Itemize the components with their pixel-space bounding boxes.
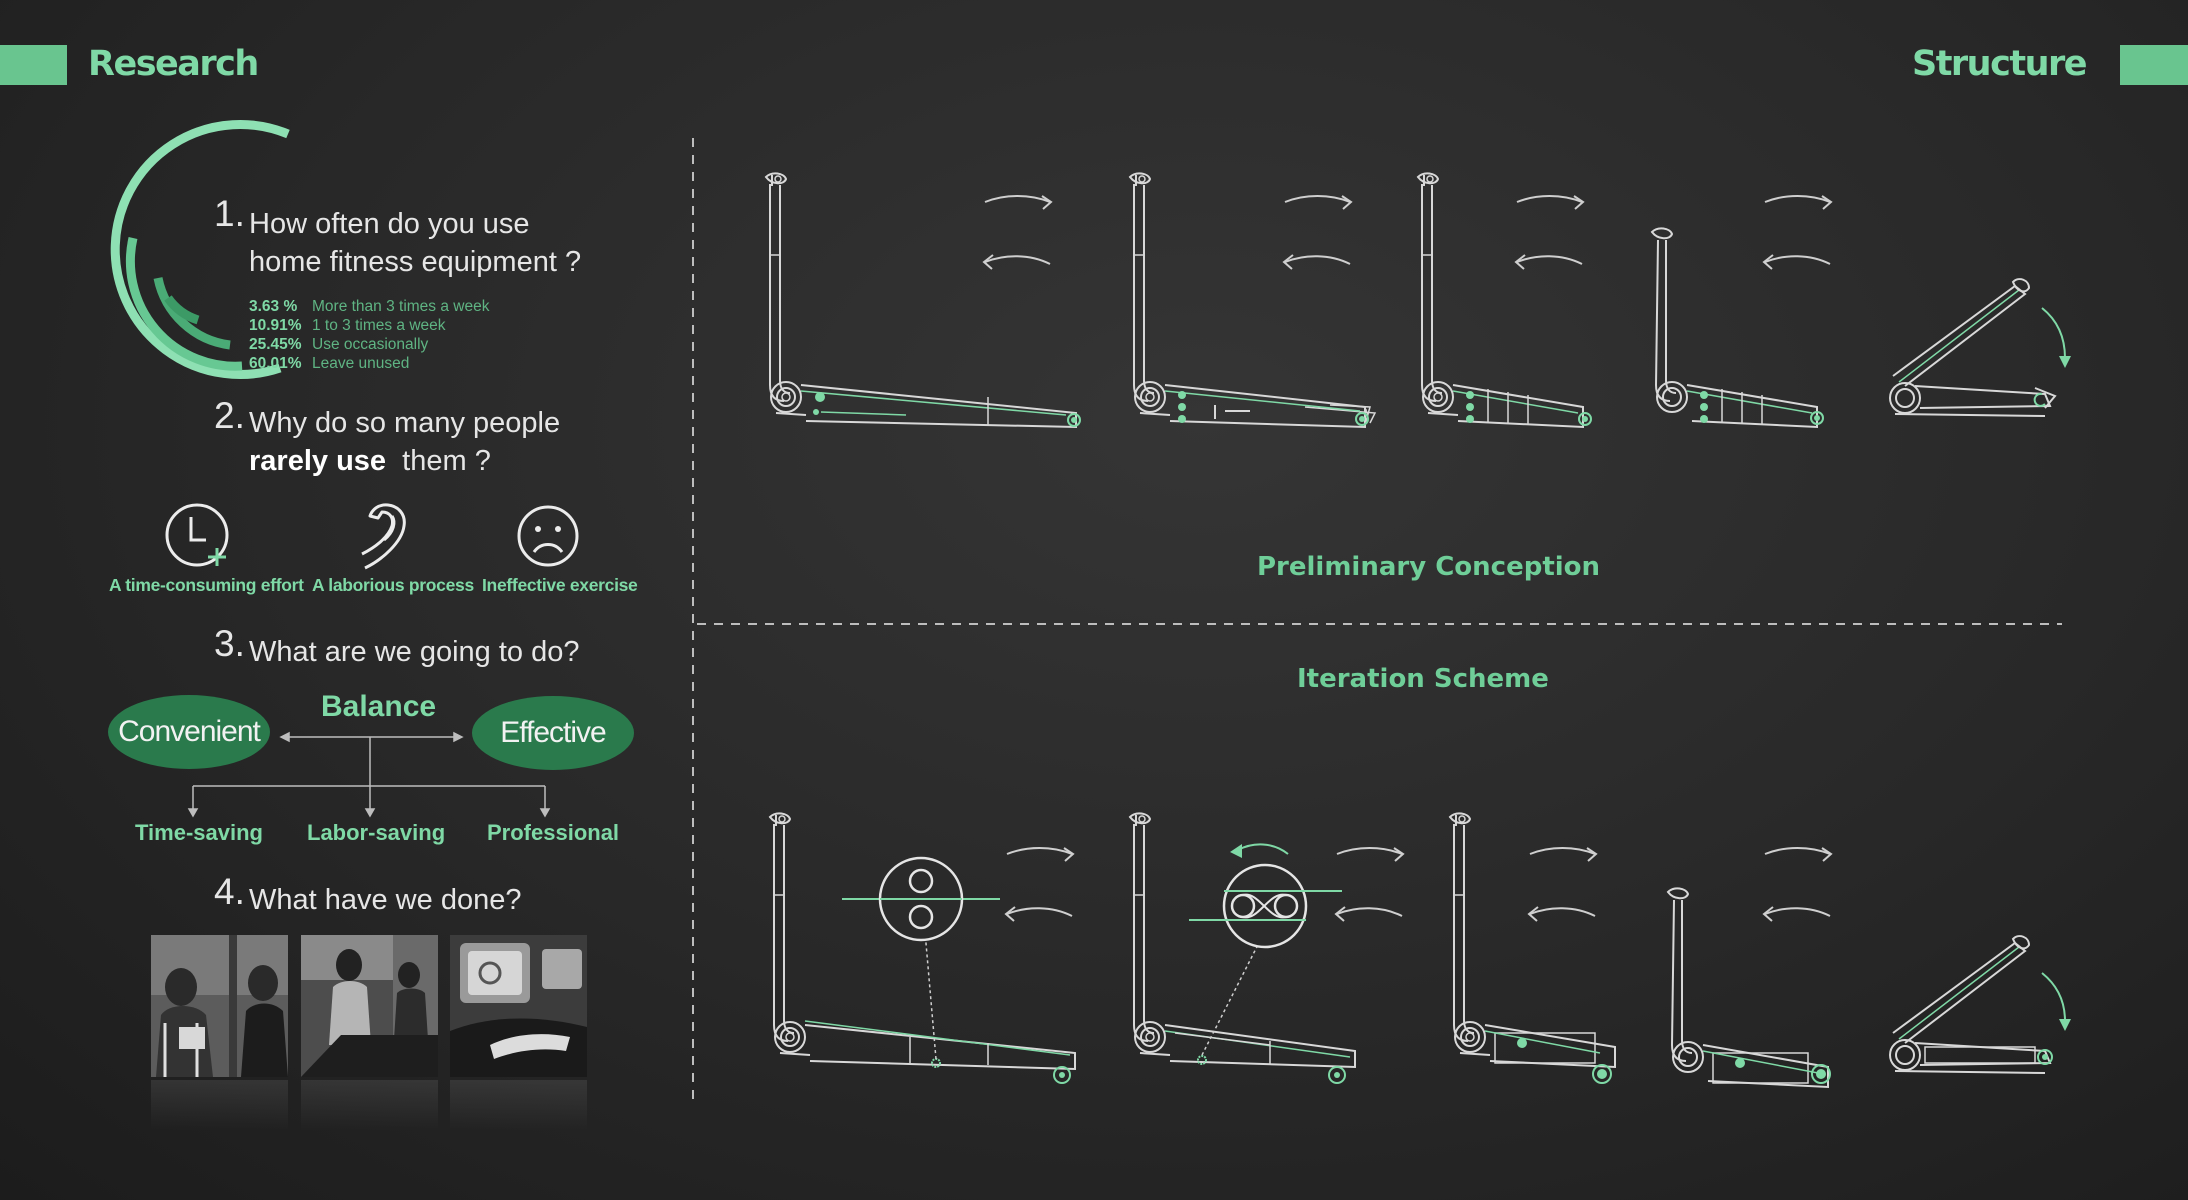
convenient-pill: Convenient — [108, 695, 270, 769]
usage-arc-chart — [110, 120, 290, 379]
q2-line1: Why do so many people — [249, 407, 561, 439]
stat-label: More than 3 times a week — [312, 298, 490, 315]
zoom-detail-2 — [1189, 863, 1342, 949]
photo-reflection — [450, 1080, 587, 1130]
zoom-detail-1 — [842, 856, 1000, 942]
arc-1-to-3 — [153, 277, 231, 350]
rotate-arrow-icon — [1230, 843, 1289, 858]
photo-reflection — [151, 1080, 288, 1130]
q1-line2: home fitness equipment ? — [249, 246, 582, 278]
concept-1 — [765, 172, 1081, 429]
research-title: Research — [88, 44, 259, 84]
balance-label: Balance — [321, 690, 437, 723]
structure-title: Structure — [1911, 44, 2088, 84]
left-header-bar — [0, 45, 67, 85]
q1-stat-3: 60.01% Leave unused — [249, 354, 409, 373]
stat-pct: 10.91% — [249, 317, 302, 334]
sad-face-icon — [517, 505, 579, 567]
balance-tree — [187, 731, 551, 818]
leaf-time-saving: Time-saving — [135, 820, 263, 845]
iteration-5-folded — [1889, 935, 2071, 1074]
iteration-scheme-title: Iteration Scheme — [1297, 664, 1549, 694]
clock-plus-icon — [165, 503, 229, 567]
q1-stat-0: 3.63 % More than 3 times a week — [249, 297, 489, 316]
q3-number: 3. — [214, 623, 245, 664]
photo-treadmill-test — [301, 935, 438, 1077]
q2-number: 2. — [214, 395, 245, 436]
concept-3 — [1417, 172, 1592, 429]
stat-label: 1 to 3 times a week — [312, 317, 446, 334]
leaf-labor-saving: Labor-saving — [307, 820, 446, 845]
arc-use-occasionally — [125, 237, 243, 371]
preliminary-conception-title: Preliminary Conception — [1257, 552, 1601, 582]
stat-label: Use occasionally — [312, 336, 429, 353]
concept-4 — [1650, 227, 1824, 429]
q2-rest: them ? — [402, 445, 491, 477]
leaf-professional: Professional — [487, 820, 620, 845]
reason-icons — [165, 503, 579, 570]
right-header-bar — [2120, 45, 2188, 85]
q2-bold: rarely use — [249, 445, 387, 477]
q4-number: 4. — [214, 871, 245, 912]
q3-text: What are we going to do? — [249, 636, 580, 668]
photo-reflection — [301, 1080, 438, 1130]
iteration-1 — [769, 812, 1076, 1084]
arc-more-than-3 — [164, 295, 200, 325]
q1-stat-2: 25.45% Use occasionally — [249, 335, 428, 354]
q1-stat-1: 10.91% 1 to 3 times a week — [249, 316, 446, 335]
iteration-4 — [1666, 887, 1831, 1089]
photo-interview — [151, 935, 288, 1077]
reason-laborious: A laborious process — [312, 575, 474, 595]
stat-label: Leave unused — [312, 355, 410, 372]
iteration-2 — [1129, 812, 1356, 1084]
stat-pct: 25.45% — [249, 336, 302, 353]
photo-console — [450, 935, 587, 1077]
q1-line1: How often do you use — [249, 208, 530, 240]
iteration-3 — [1449, 812, 1616, 1084]
arc-leave-unused — [110, 120, 290, 379]
stat-pct: 60.01% — [249, 355, 302, 372]
effective-pill: Effective — [472, 696, 634, 770]
q1-number: 1. — [214, 193, 245, 234]
q4-text: What have we done? — [249, 884, 522, 916]
concept-2 — [1129, 172, 1377, 429]
concept-5-folded — [1889, 278, 2071, 417]
stat-pct: 3.63 % — [249, 298, 298, 315]
reason-time: A time-consuming effort — [109, 575, 304, 595]
muscle-arm-icon — [361, 503, 406, 570]
reason-ineffective: Ineffective exercise — [482, 575, 638, 595]
q2-line2: rarely use them ? — [249, 442, 491, 480]
